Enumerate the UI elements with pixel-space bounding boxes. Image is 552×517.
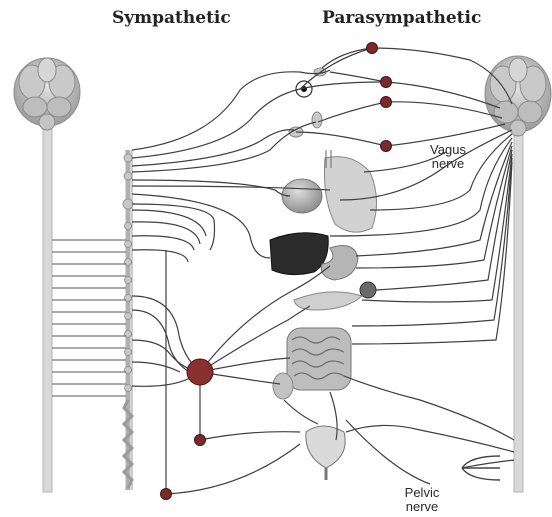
pelvic-label-line2: nerve bbox=[392, 500, 452, 514]
bladder-organ bbox=[306, 426, 345, 468]
ganglion-ciliary bbox=[367, 43, 378, 54]
ganglion-celiac bbox=[187, 359, 213, 385]
ganglion-inferior-mesenteric bbox=[195, 435, 206, 446]
ganglion-pelvic-sympathetic bbox=[161, 489, 172, 500]
left-brain bbox=[14, 58, 80, 492]
ganglion-pterygopalatine bbox=[381, 77, 392, 88]
organs bbox=[270, 68, 500, 480]
lungs-organ bbox=[324, 157, 376, 233]
vagus-label-line1: Vagus bbox=[418, 143, 478, 157]
ganglion-submandibular bbox=[381, 97, 392, 108]
vagus-nerve-label: Vagus nerve bbox=[418, 143, 478, 171]
pelvic-label-line1: Pelvic bbox=[392, 486, 452, 500]
pelvic-nerve-label: Pelvic nerve bbox=[392, 486, 452, 514]
right-brain bbox=[485, 56, 551, 492]
pancreas-organ bbox=[294, 292, 362, 310]
sympathetic-chain bbox=[52, 150, 133, 490]
ganglion-otic bbox=[381, 141, 392, 152]
vagus-label-line2: nerve bbox=[418, 157, 478, 171]
liver-organ bbox=[270, 233, 328, 275]
kidney-organ bbox=[273, 373, 293, 399]
